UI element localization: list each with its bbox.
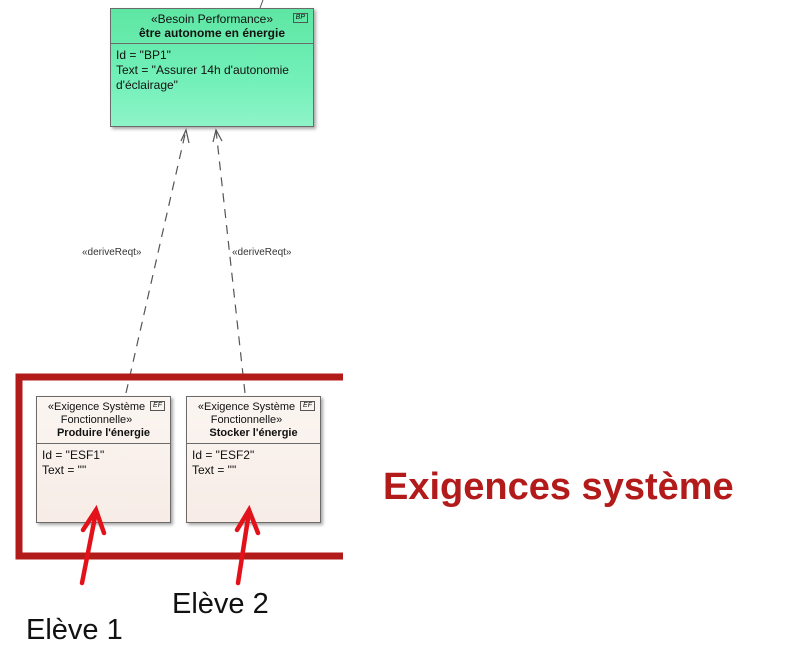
- block-divider: [37, 443, 170, 444]
- block-header: BP «Besoin Performance» être autonome en…: [111, 9, 313, 43]
- student-2-arrow-icon: [234, 504, 261, 586]
- block-name: Stocker l'énergie: [209, 427, 298, 439]
- system-requirements-frame: [15, 373, 343, 560]
- attribute-text-2: d'éclairage": [116, 78, 178, 92]
- derive-relation-2-label: «deriveReqt»: [232, 247, 292, 258]
- derive-relation-1[interactable]: [125, 128, 190, 394]
- block-name: Produire l'énergie: [56, 427, 151, 439]
- block-stereotype-line-1: «Exigence Système: [197, 401, 296, 413]
- requirement-tag-icon: EF: [300, 401, 315, 411]
- requirement-tag-icon: EF: [150, 401, 165, 411]
- block-header: EF «Exigence Système Fonctionnelle» Prod…: [37, 397, 170, 443]
- block-attributes: Id = "BP1" Text = "Assurer 14h d'autonom…: [111, 44, 313, 97]
- block-header: EF «Exigence Système Fonctionnelle» Stoc…: [187, 397, 320, 443]
- system-requirement-block-1[interactable]: EF «Exigence Système Fonctionnelle» Prod…: [36, 396, 171, 523]
- top-connector-line: [259, 0, 264, 9]
- block-stereotype: «Besoin Performance»: [150, 12, 274, 26]
- block-attributes: Id = "ESF2" Text = "": [187, 444, 320, 482]
- student-1-arrow-icon: [79, 504, 107, 586]
- attribute-id: Id = "ESF2": [192, 448, 255, 462]
- block-stereotype-line-2: Fonctionnelle»: [60, 414, 133, 426]
- attribute-text-1: Text = "Assurer 14h d'autonomie: [116, 63, 289, 77]
- requirement-tag-icon: BP: [292, 13, 308, 23]
- block-name: être autonome en énergie: [138, 26, 286, 40]
- attribute-text: Text = "": [192, 463, 237, 477]
- derive-relation-2[interactable]: [212, 128, 246, 394]
- block-stereotype-line-1: «Exigence Système: [47, 401, 146, 413]
- attribute-id: Id = "ESF1": [42, 448, 105, 462]
- system-requirements-label: Exigences système: [383, 466, 734, 508]
- performance-need-block[interactable]: BP «Besoin Performance» être autonome en…: [110, 8, 314, 127]
- attribute-text: Text = "": [42, 463, 87, 477]
- derive-relation-1-label: «deriveReqt»: [82, 247, 142, 258]
- block-attributes: Id = "ESF1" Text = "": [37, 444, 170, 482]
- block-divider: [111, 43, 313, 44]
- block-divider: [187, 443, 320, 444]
- attribute-id: Id = "BP1": [116, 48, 171, 62]
- student-2-label: Elève 2: [172, 588, 269, 620]
- block-stereotype-line-2: Fonctionnelle»: [210, 414, 283, 426]
- student-1-label: Elève 1: [26, 614, 123, 646]
